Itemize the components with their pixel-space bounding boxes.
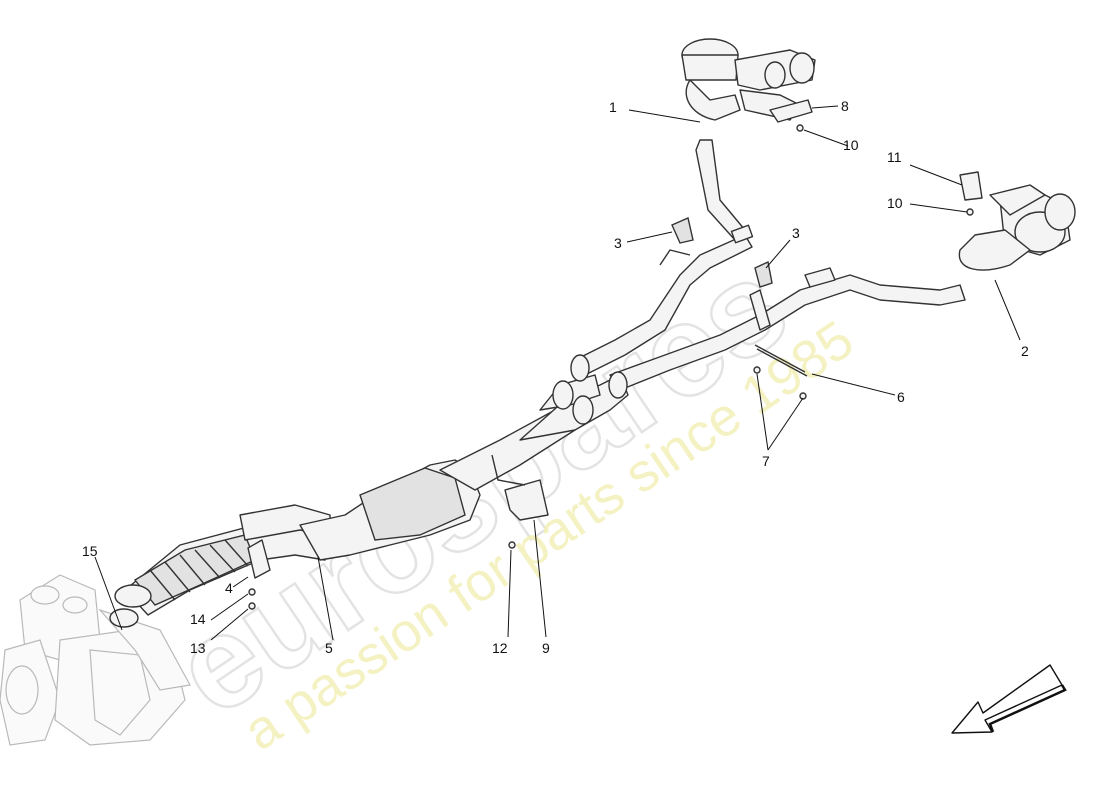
rear-bracket-8 [769, 99, 813, 123]
bolt-14 [248, 588, 256, 596]
bolt-12 [508, 541, 516, 549]
callout-2: 2 [1021, 343, 1029, 359]
front-hanger-bracket [247, 539, 271, 579]
callout-8: 8 [841, 98, 849, 114]
callout-1: 1 [609, 99, 617, 115]
callouts: 1 2 3 3 4 5 6 7 8 9 10 10 11 12 13 14 15 [82, 98, 1029, 656]
callout-14: 14 [190, 611, 206, 627]
bolt-10a [796, 124, 804, 132]
callout-10-top: 10 [843, 137, 859, 153]
bolt-7b [799, 392, 807, 400]
callout-15: 15 [82, 543, 98, 559]
fasteners [248, 124, 974, 610]
callout-3-left: 3 [614, 235, 622, 251]
callout-4: 4 [225, 580, 233, 596]
mid-bracket [504, 479, 549, 521]
left-rear-pipe [570, 139, 754, 382]
callout-10-right: 10 [887, 195, 903, 211]
rubber-hanger-right [754, 260, 773, 288]
leader-lines [94, 105, 1021, 641]
right-rear-pipe [608, 267, 966, 399]
direction-arrow-icon [951, 664, 1067, 734]
callout-9: 9 [542, 640, 550, 656]
rear-muffler-right [958, 184, 1076, 271]
callout-7: 7 [762, 453, 770, 469]
y-pipe [519, 374, 629, 441]
callout-13: 13 [190, 640, 206, 656]
callout-12: 12 [492, 640, 508, 656]
bolt-13 [248, 602, 256, 610]
callout-6: 6 [897, 389, 905, 405]
callout-11: 11 [887, 149, 902, 165]
rear-bracket-11 [959, 171, 983, 201]
callout-5: 5 [325, 640, 333, 656]
bolt-10b [966, 208, 974, 216]
bolt-7a [753, 366, 761, 374]
callout-3-right: 3 [792, 225, 800, 241]
rubber-hanger-left [671, 217, 694, 244]
engine-outline [0, 574, 191, 746]
hangers [247, 99, 983, 579]
